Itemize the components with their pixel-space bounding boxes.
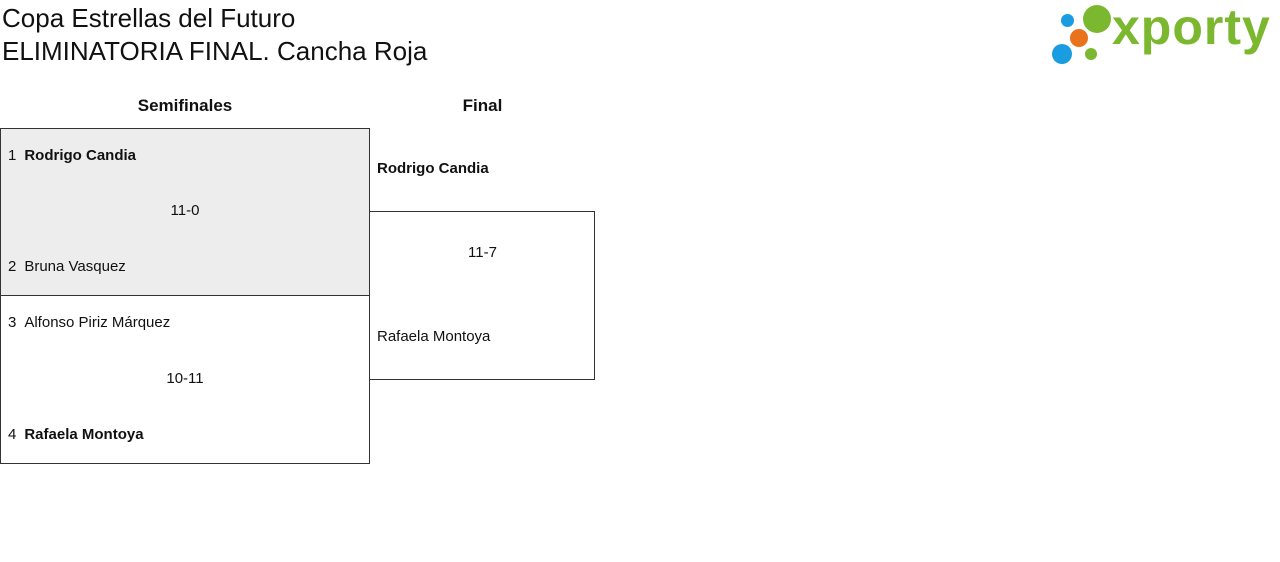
logo-wordmark: xporty — [1112, 0, 1271, 55]
semifinal-2-player-2: 4 Rafaela Montoya — [8, 426, 144, 443]
semifinal-1-player-2: 2 Bruna Vasquez — [8, 258, 126, 275]
logo-dot-green-large — [1083, 5, 1111, 33]
player-name: Alfonso Piriz Márquez — [24, 314, 171, 331]
final-player-2: Rafaela Montoya — [377, 328, 491, 345]
logo-dot-blue-large — [1052, 44, 1072, 64]
semifinal-1-player-1: 1 Rodrigo Candia — [8, 147, 136, 164]
seed-number: 4 — [8, 426, 17, 443]
seed-number: 2 — [8, 258, 17, 275]
seed-number: 3 — [8, 314, 17, 331]
semifinal-2-player-1: 3 Alfonso Piriz Márquez — [8, 314, 170, 331]
semifinal-match-1[interactable] — [0, 128, 370, 296]
logo-dot-orange — [1070, 29, 1088, 47]
final-player-1: Rodrigo Candia — [377, 160, 489, 177]
stage-title: ELIMINATORIA FINAL. Cancha Roja — [2, 36, 428, 66]
round-title-final: Final — [462, 96, 503, 115]
semifinal-2-score: 10-11 — [166, 370, 204, 387]
final-score: 11-7 — [468, 244, 497, 261]
xporty-logo: xporty — [1050, 0, 1276, 68]
seed-number: 1 — [8, 147, 17, 164]
final-match-bracket[interactable] — [369, 211, 595, 380]
semifinal-1-score: 11-0 — [170, 202, 200, 219]
round-title-semifinals: Semifinales — [137, 96, 233, 115]
tournament-title: Copa Estrellas del Futuro — [2, 3, 296, 33]
logo-dot-blue-small — [1061, 14, 1074, 27]
player-name: Rafaela Montoya — [24, 426, 144, 443]
player-name: Bruna Vasquez — [24, 258, 126, 275]
player-name: Rodrigo Candia — [24, 147, 137, 164]
logo-dot-green-small — [1085, 48, 1097, 60]
semifinal-match-2[interactable] — [0, 295, 370, 464]
